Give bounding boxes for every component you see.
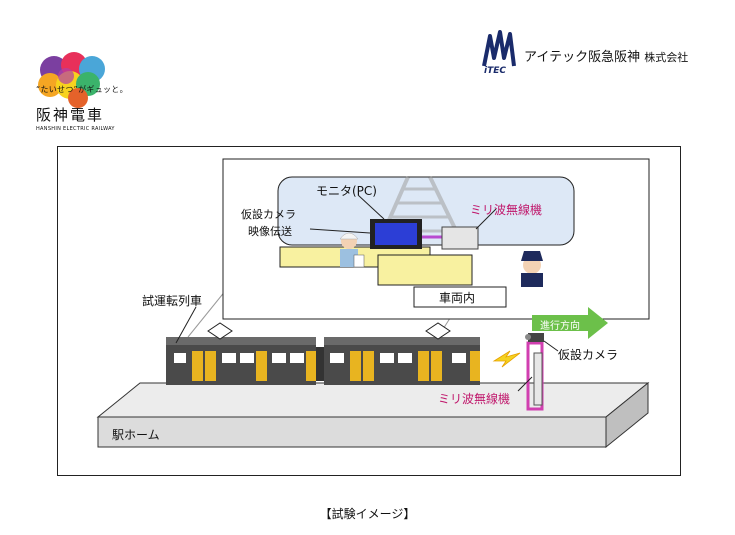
train-car-1	[166, 337, 316, 385]
wireless-pole-unit-icon	[533, 352, 543, 406]
hanshin-company-name: 阪神電車	[36, 106, 105, 124]
camera-icon	[525, 333, 544, 342]
diagram-illustration	[96, 158, 650, 449]
camera-transmit-leader-line	[309, 228, 371, 234]
pantograph-icon-2	[425, 322, 451, 340]
itec-company-name: アイテック阪急阪神 株式会社	[524, 46, 688, 65]
inset-wireless-box-icon	[441, 226, 479, 250]
itec-company-name-main: アイテック阪急阪神	[524, 50, 641, 65]
figure-caption: 【試験イメージ】	[319, 507, 416, 521]
wireless-inside-leader-line	[475, 208, 497, 230]
inset-vehicle-bubble	[277, 176, 575, 246]
vehicle-interior-label: 車両内	[439, 291, 476, 305]
camera-leader-line	[543, 340, 559, 352]
inset-projection-line-left	[187, 289, 227, 338]
hanshin-logo-heart-icon	[38, 52, 105, 108]
conductor-figure-icon	[521, 251, 543, 287]
platform-side	[605, 381, 649, 449]
itec-logo-icon	[482, 30, 516, 67]
worker-figure-icon	[339, 232, 365, 268]
hanshin-company-name-en: HANSHIN ELECTRIC RAILWAY	[36, 126, 115, 132]
temp-camera-label: 仮設カメラ	[558, 348, 619, 362]
platform-label: 駅ホーム	[112, 428, 160, 442]
platform-top	[96, 382, 650, 418]
lightning-icon	[492, 350, 521, 368]
itec-company-suffix: 株式会社	[644, 51, 689, 64]
monitor-label: モニタ(PC)	[316, 184, 377, 198]
monitor-pc-icon	[370, 219, 422, 249]
camera-transmit-label-line2: 映像伝送	[248, 225, 292, 238]
platform-front	[97, 416, 607, 448]
inset-desk-right	[377, 254, 473, 286]
wireless-platform-label: ミリ波無線機	[438, 392, 511, 406]
itec-mark-text: iTEC	[484, 66, 506, 76]
diagram-frame: モニタ(PC) 仮設カメラ 映像伝送 ミリ波無線機 車両内 試運転列車 進行方向…	[57, 146, 681, 476]
train-car-2	[324, 337, 480, 385]
direction-label: 進行方向	[540, 321, 580, 332]
pantograph-icon-1	[207, 322, 233, 340]
monitor-leader-line	[357, 194, 385, 220]
vehicle-interior-box	[413, 286, 507, 308]
hanshin-tagline: “たいせつ”がギュッと。	[36, 85, 128, 94]
wireless-platform-leader-line	[517, 376, 533, 392]
test-train-label: 試運転列車	[142, 294, 203, 308]
train-leader-line	[175, 306, 197, 344]
camera-transmit-label-line1: 仮設カメラ	[241, 208, 296, 221]
wireless-inside-label: ミリ波無線機	[470, 203, 543, 217]
direction-arrow-icon	[532, 307, 608, 339]
train-coupler	[316, 347, 324, 381]
